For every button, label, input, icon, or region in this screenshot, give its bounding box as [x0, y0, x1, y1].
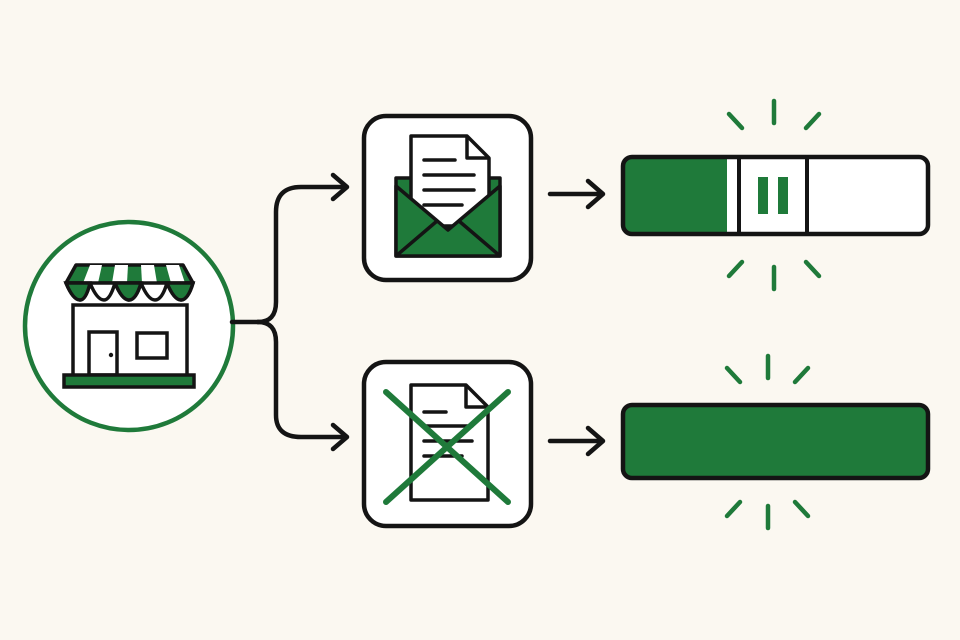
- branch-connector: [229, 172, 350, 452]
- pause-marker: [737, 155, 809, 236]
- result-arrows: [547, 178, 606, 457]
- store-node: [22, 219, 236, 433]
- complete-emphasis-rays-icon: [724, 353, 811, 531]
- paused-progress-bar: [620, 98, 931, 292]
- no-email-step-node: [361, 359, 534, 529]
- envelope-with-letter-icon: [394, 134, 502, 258]
- connector-upper-branch: [255, 184, 348, 325]
- arrow-to-top-result: [547, 178, 606, 210]
- arrow-to-bottom-result: [547, 425, 606, 457]
- arrowhead-lower: [330, 422, 350, 452]
- email-step-node: [361, 113, 534, 283]
- cross-mark-icon: [383, 389, 511, 505]
- arrowhead-upper: [330, 172, 350, 202]
- full-progress-bar: [620, 353, 931, 531]
- storefront-icon: [62, 263, 196, 389]
- paused-emphasis-rays-icon: [726, 98, 822, 292]
- paused-progress-fill: [623, 157, 727, 234]
- connector-lower-branch: [255, 319, 348, 440]
- full-progress-fill: [623, 405, 928, 478]
- crossed-out-document-icon: [383, 383, 511, 505]
